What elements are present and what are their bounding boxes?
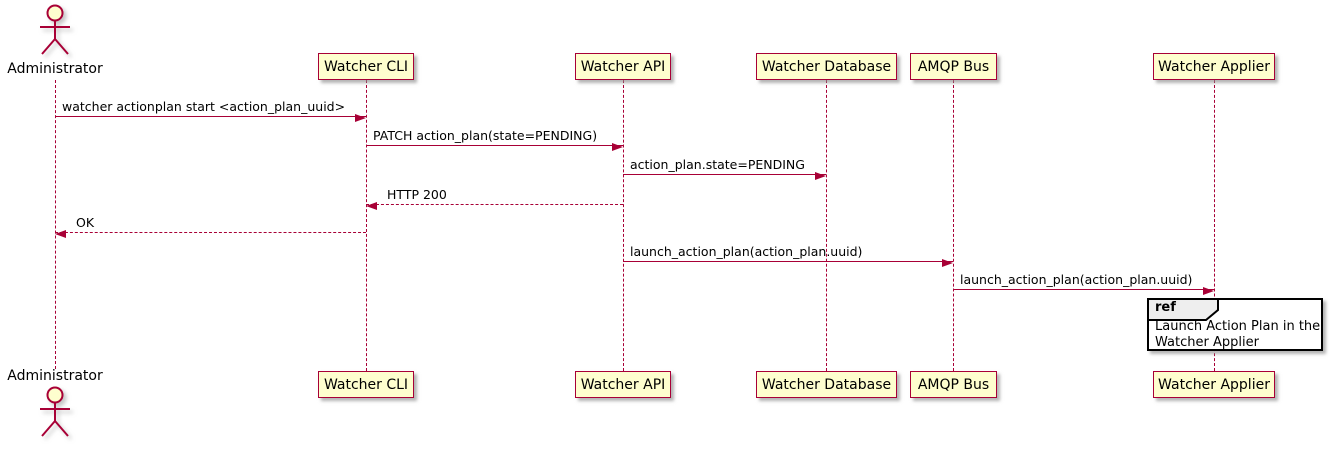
arrowhead-icon <box>366 201 377 210</box>
actor-administrator-icon <box>40 4 70 55</box>
participant-amqp-bus-top: AMQP Bus <box>910 53 997 80</box>
participant-watcher-cli-top: Watcher CLI <box>318 53 414 80</box>
lifeline-watcher-applier <box>1214 80 1215 371</box>
actor-administrator-icon-bottom <box>40 386 70 437</box>
message-label: launch_action_plan(action_plan.uuid) <box>960 272 1193 287</box>
message-ok: OK <box>55 215 366 238</box>
arrow-line <box>55 232 366 233</box>
ref-fragment: ref Launch Action Plan in the Watcher Ap… <box>1147 298 1323 351</box>
lifeline-watcher-cli <box>366 80 367 371</box>
message-label: launch_action_plan(action_plan.uuid) <box>630 244 863 259</box>
arrow-line <box>366 204 623 205</box>
message-label: OK <box>76 215 95 230</box>
message-label: watcher actionplan start <action_plan_uu… <box>62 99 346 114</box>
actor-administrator-label-bottom: Administrator <box>7 368 103 384</box>
message-state-pending: action_plan.state=PENDING <box>623 157 826 180</box>
message-label: PATCH action_plan(state=PENDING) <box>373 128 598 143</box>
message-launch-action-plan-bus: launch_action_plan(action_plan.uuid) <box>953 272 1214 295</box>
lifeline-watcher-api <box>623 80 624 371</box>
arrowhead-icon <box>815 171 826 180</box>
arrow-line <box>366 145 623 146</box>
arrow-line <box>623 174 826 175</box>
arrow-line <box>623 261 953 262</box>
arrowhead-icon <box>355 113 366 122</box>
message-label: action_plan.state=PENDING <box>630 157 805 172</box>
ref-text-line2: Watcher Applier <box>1155 334 1259 350</box>
participant-watcher-cli-bottom: Watcher CLI <box>318 371 414 398</box>
participant-watcher-api-top: Watcher API <box>575 53 671 80</box>
message-start-actionplan: watcher actionplan start <action_plan_uu… <box>55 99 366 122</box>
message-label: HTTP 200 <box>387 187 447 202</box>
arrow-line <box>55 116 366 117</box>
lifeline-watcher-database <box>826 80 827 371</box>
participant-watcher-applier-bottom: Watcher Applier <box>1153 371 1275 398</box>
participant-watcher-applier-top: Watcher Applier <box>1153 53 1275 80</box>
ref-text-line1: Launch Action Plan in the <box>1155 319 1321 334</box>
participant-watcher-database-bottom: Watcher Database <box>756 371 897 398</box>
ref-keyword: ref <box>1155 300 1176 315</box>
arrow-line <box>953 289 1214 290</box>
ref-tab-shape <box>1147 298 1219 321</box>
participant-watcher-api-bottom: Watcher API <box>575 371 671 398</box>
lifeline-amqp-bus <box>953 80 954 371</box>
participant-amqp-bus-bottom: AMQP Bus <box>910 371 997 398</box>
arrowhead-icon <box>1203 286 1214 295</box>
arrowhead-icon <box>55 229 66 238</box>
message-http-200: HTTP 200 <box>366 187 623 210</box>
arrowhead-icon <box>942 258 953 267</box>
participant-watcher-database-top: Watcher Database <box>756 53 897 80</box>
arrowhead-icon <box>612 142 623 151</box>
lifeline-administrator <box>55 80 56 369</box>
message-patch-action-plan: PATCH action_plan(state=PENDING) <box>366 128 623 151</box>
actor-administrator-label: Administrator <box>7 61 103 77</box>
message-launch-action-plan-api: launch_action_plan(action_plan.uuid) <box>623 244 953 267</box>
ref-text: Launch Action Plan in the Watcher Applie… <box>1155 319 1320 350</box>
